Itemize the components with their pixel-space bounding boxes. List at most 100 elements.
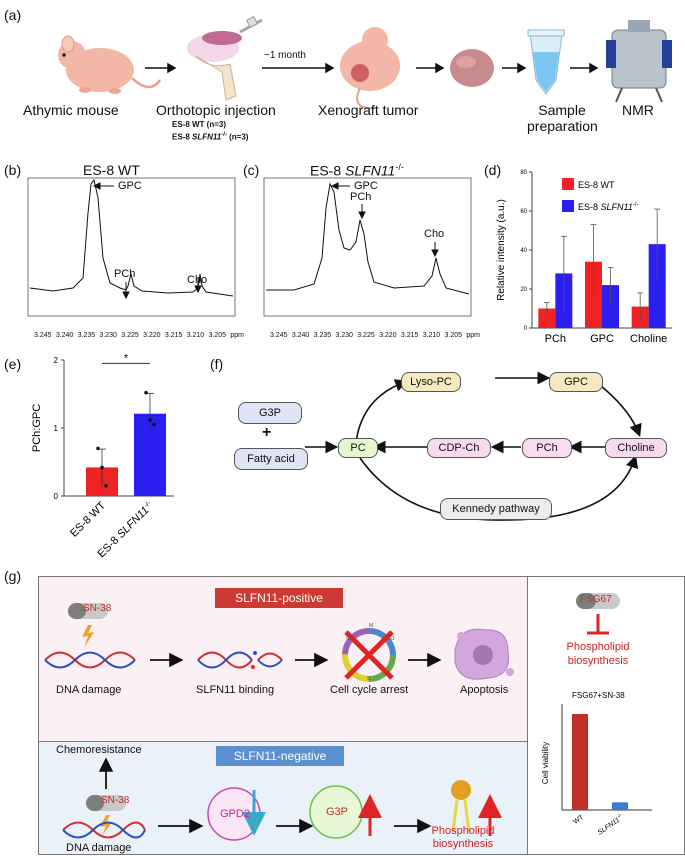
g-inhibitor-box (527, 576, 685, 855)
y-axis-label: Relative intensity (a.u.) (496, 199, 507, 301)
gpd2-label: GPD2 (220, 808, 250, 820)
panel-letter-b: (b) (4, 162, 22, 178)
significance-label: * (124, 352, 129, 364)
peak-cho-b: Cho (187, 274, 208, 286)
data-point (96, 446, 100, 451)
mouse-icon (58, 35, 162, 94)
syringe-mouse-icon (187, 15, 263, 101)
data-point (152, 422, 156, 427)
panel-letter-a: (a) (4, 7, 22, 23)
peak-pch-b: PCh (114, 268, 136, 280)
step-apoptosis: Apoptosis (460, 684, 509, 696)
data-point (144, 390, 148, 395)
y-axis-label: Cell viability (541, 742, 550, 784)
phase-s: S (367, 676, 371, 682)
y-tick-label: 2 (54, 356, 59, 365)
peak-gpc-b: GPC (118, 180, 142, 192)
y-tick-label: 40 (520, 248, 527, 254)
step-slfn11-binding: SLFN11 binding (196, 684, 275, 696)
group-ko: ES-8 SLFN11-/- (n=3) (172, 132, 249, 142)
bar (612, 802, 628, 810)
node-gpc: GPC (549, 372, 603, 392)
broken-dna-icon (197, 651, 283, 669)
legend-swatch (562, 200, 574, 212)
y-tick-label: 0 (524, 326, 528, 332)
node-pch: PCh (522, 438, 572, 458)
step-xenograft-tumor: Xenograft tumor (318, 102, 419, 118)
panel-a-illustrations (58, 15, 672, 110)
node-pc: PC (338, 438, 378, 458)
sample-tube-icon (527, 29, 565, 95)
y-tick-label: 1 (54, 424, 59, 433)
x-tick-label: PCh (545, 333, 566, 345)
legend-label: ES-8 SLFN11-/- (578, 202, 639, 212)
step-orthotopic-injection: Orthotopic injection (156, 102, 276, 118)
legend-swatch (562, 178, 574, 190)
sn38-pill-icon (68, 603, 108, 648)
y-tick-label: 60 (520, 209, 527, 215)
g3p-label: G3P (326, 806, 349, 818)
dna-helix-icon (44, 651, 136, 669)
dna-helix-neg-icon (62, 821, 146, 839)
cell-cycle-icon (342, 628, 396, 682)
arrow-note: ~1 month (264, 50, 306, 61)
panel-letter-d: (d) (484, 162, 502, 178)
phase-g1: G1 (388, 636, 395, 642)
phase-m: M (369, 623, 374, 629)
step-dna-damage: DNA damage (56, 684, 122, 696)
chemoresistance-label: Chemoresistance (56, 744, 142, 756)
y-tick-label: 0 (54, 492, 59, 501)
bar (602, 285, 619, 328)
plus-sign: + (262, 424, 272, 441)
phospholipid-icon (451, 780, 471, 833)
step-cell-cycle-arrest: Cell cycle arrest (330, 684, 409, 696)
spectrum-b (27, 177, 236, 317)
step-nmr: NMR (622, 102, 654, 118)
peak-pch-c: PCh (350, 191, 372, 203)
sn38-label: SN-38 (83, 603, 112, 614)
banner-positive: SLFN11-positive (215, 588, 343, 608)
panel-letter-f: (f) (210, 356, 224, 372)
spectrum-c (263, 177, 472, 317)
inset-title: FSG67+SN-38 (572, 691, 625, 700)
node-kennedy-pathway: Kennedy pathway (440, 498, 552, 520)
group-wt: ES-8 WT (n=3) (172, 120, 227, 129)
bar (648, 244, 666, 328)
panel-letter-c: (c) (243, 162, 260, 178)
data-point (100, 465, 104, 470)
node-lyso-pc: Lyso-PC (401, 372, 461, 392)
phase-g2: G2 (346, 636, 353, 642)
nmr-machine-icon (606, 20, 672, 103)
fsg67-pill-icon (576, 593, 620, 609)
panel-b-title: ES-8 WT (83, 162, 140, 178)
xenograft-mouse-icon (340, 27, 400, 110)
legend-label: ES-8 WT (578, 180, 615, 190)
bar (538, 308, 556, 328)
node-choline: Choline (605, 438, 667, 458)
banner-negative: SLFN11-negative (216, 746, 344, 766)
step-athymic-mouse: Athymic mouse (23, 102, 119, 118)
y-axis-label: PCh:GPC (31, 404, 43, 452)
node-fatty-acid: Fatty acid (234, 448, 308, 470)
panel-c-title: ES-8 SLFN11-/- (310, 162, 404, 179)
x-tick-label: GPC (590, 333, 614, 345)
bar (572, 714, 588, 810)
node-g3p: G3P (238, 402, 302, 424)
apoptotic-cell-icon (454, 628, 514, 680)
panel-letter-g: (g) (4, 568, 22, 584)
peak-cho-c: Cho (424, 228, 445, 240)
sn38-pill-neg-icon (86, 795, 126, 836)
node-cdp-ch: CDP-Ch (427, 438, 491, 458)
data-point (104, 484, 108, 488)
fsg67-label: FSG67 (580, 594, 612, 605)
panel-letter-e: (e) (4, 356, 22, 372)
y-tick-label: 20 (520, 287, 527, 293)
x-tick-label: Choline (630, 333, 667, 345)
